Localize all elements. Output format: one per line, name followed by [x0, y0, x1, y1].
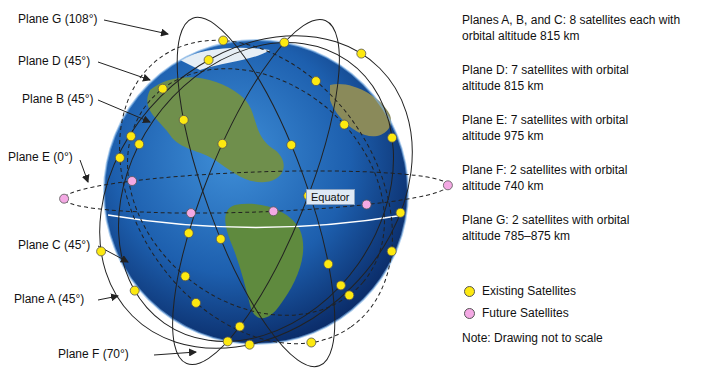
satellite-dot	[192, 298, 201, 307]
plane-note: Planes A, B, and C: 8 satellites each wi…	[462, 12, 697, 44]
satellite-dot	[287, 141, 296, 150]
satellite-dot	[223, 337, 232, 346]
satellite-dot	[204, 56, 213, 65]
satellite-dot	[130, 286, 139, 295]
plane-note: Plane G: 2 satellites with orbital altit…	[462, 212, 662, 244]
plane-label: Plane D (45°)	[18, 54, 90, 69]
satellite-dot	[387, 247, 396, 256]
legend-swatch	[464, 286, 475, 297]
equator-label: Equator	[306, 189, 355, 205]
satellite-dot	[269, 207, 278, 216]
satellite-dot	[280, 38, 289, 47]
plane-note: Plane F: 2 satellites with orbital altit…	[462, 162, 637, 194]
orbit-plane	[146, 1, 367, 377]
satellite-dot	[60, 194, 69, 203]
legend-text: Future Satellites	[482, 306, 569, 320]
satellite-dot	[181, 272, 190, 281]
satellite-dot	[97, 247, 106, 256]
satellite-dot	[187, 209, 196, 218]
satellite-dot	[127, 132, 136, 141]
scale-note: Note: Drawing not to scale	[462, 330, 702, 346]
orbit-plane	[62, 0, 450, 377]
plane-label: Plane G (108°)	[18, 12, 98, 27]
orbit-plane	[37, 0, 475, 377]
plane-label: Plane B (45°)	[22, 92, 94, 107]
satellite-dot	[184, 229, 193, 238]
satellite-dot	[324, 260, 333, 269]
plane-label: Plane C (45°)	[18, 238, 90, 253]
satellite-dot	[128, 177, 137, 186]
satellite-dot	[219, 36, 228, 45]
satellite-dot	[336, 281, 345, 290]
satellite-dot	[115, 153, 124, 162]
plane-note: Plane D: 7 satellites with orbital altit…	[462, 62, 637, 94]
leader-lines	[80, 20, 196, 355]
satellite-dot	[135, 140, 144, 149]
satellite-dot	[245, 340, 254, 349]
satellite-dot	[357, 49, 366, 58]
satellite-dot	[362, 200, 371, 209]
satellite-dot	[307, 338, 316, 347]
satellite-dot	[340, 120, 349, 129]
legend-swatch	[464, 308, 475, 319]
earth	[104, 40, 408, 344]
satellite-dot	[345, 291, 354, 300]
satellite-dot	[312, 77, 321, 86]
satellite-dot	[158, 84, 167, 93]
plane-label: Plane F (70°)	[58, 347, 129, 362]
orbit-plane	[78, 18, 434, 367]
satellite-dot	[443, 181, 452, 190]
plane-note: Plane E: 7 satellites with orbital altit…	[462, 112, 637, 144]
satellite-dot	[388, 133, 397, 142]
plane-label: Plane A (45°)	[14, 292, 84, 307]
satellite-dot	[396, 208, 405, 217]
plane-label: Plane E (0°)	[8, 150, 73, 165]
orbit-plane	[140, 2, 371, 377]
satellite-dot	[179, 115, 188, 124]
satellite-dot	[216, 235, 225, 244]
satellite-dot	[235, 322, 244, 331]
satellite-dot	[218, 139, 227, 148]
legend-text: Existing Satellites	[482, 284, 576, 298]
